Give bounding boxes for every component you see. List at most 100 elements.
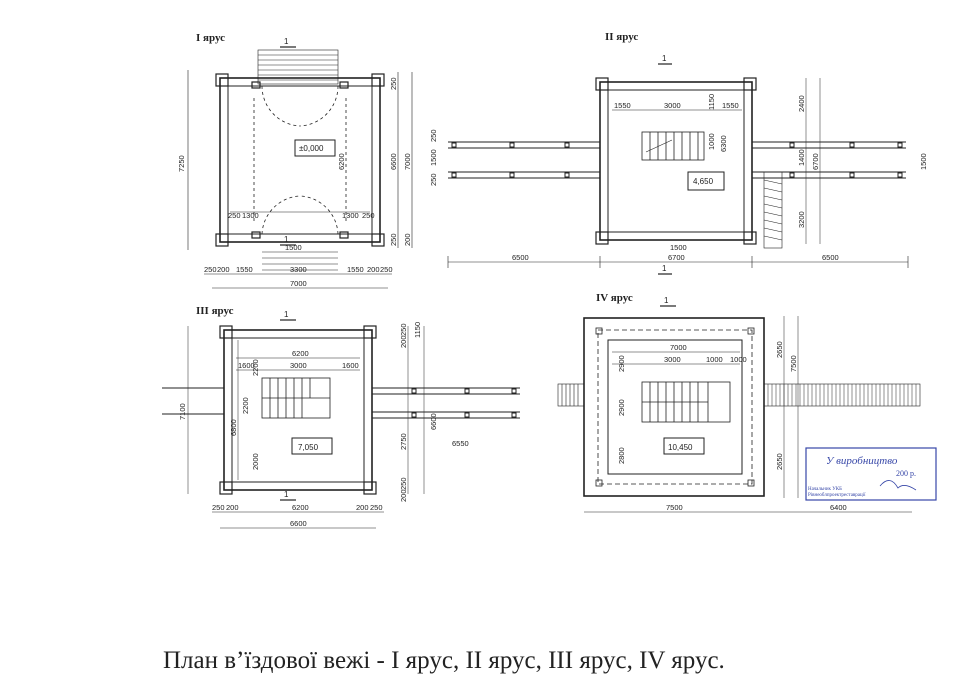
svg-text:250: 250	[212, 503, 225, 512]
svg-text:2650: 2650	[775, 341, 784, 358]
svg-text:Рівнеоблпроектреставрації: Рівнеоблпроектреставрації	[808, 493, 866, 498]
tier-1-total-width: 7000	[290, 279, 307, 288]
tier-2-title: II ярус	[605, 31, 638, 43]
svg-text:3000: 3000	[664, 355, 681, 364]
svg-text:7500: 7500	[666, 503, 683, 512]
section-mark-top: 1	[658, 54, 672, 65]
tier-2-level: 4,650	[693, 177, 714, 186]
tier-3-outer-wall	[223, 329, 373, 491]
tier-3-title: III ярус	[196, 305, 234, 317]
section-mark-top: 1	[280, 37, 296, 48]
svg-text:250: 250	[429, 129, 438, 142]
svg-text:1600: 1600	[238, 361, 255, 370]
svg-text:1150: 1150	[707, 94, 716, 110]
svg-text:200: 200	[217, 265, 230, 274]
svg-text:1400: 1400	[797, 149, 806, 166]
svg-text:1550: 1550	[614, 101, 631, 110]
svg-text:1300: 1300	[342, 211, 359, 220]
tier-4-plan: IV ярус 1	[557, 292, 921, 513]
svg-text:1000: 1000	[706, 355, 723, 364]
tier-3-total-width: 6600	[290, 519, 307, 528]
tier-1-title: I ярус	[196, 32, 225, 44]
section-mark-bottom: 1	[658, 264, 672, 275]
svg-text:6800: 6800	[229, 419, 238, 436]
svg-text:1: 1	[284, 37, 289, 46]
svg-text:250: 250	[362, 211, 375, 220]
svg-text:6550: 6550	[452, 439, 469, 448]
tier-1-level: ±0,000	[299, 144, 324, 153]
svg-text:6500: 6500	[822, 253, 839, 262]
drawing-caption: План в’їздової вежі - I ярус, II ярус, I…	[163, 647, 725, 674]
svg-text:1: 1	[284, 310, 289, 319]
section-mark-bottom: 1	[280, 490, 296, 501]
svg-text:7250: 7250	[177, 155, 186, 172]
svg-text:1500: 1500	[285, 243, 302, 252]
svg-text:3200: 3200	[797, 211, 806, 228]
svg-text:1500: 1500	[670, 243, 687, 252]
svg-text:3300: 3300	[290, 265, 307, 274]
section-mark-top: 1	[660, 296, 676, 307]
svg-text:2650: 2650	[775, 453, 784, 470]
bridge-right	[763, 383, 921, 407]
svg-text:1550: 1550	[347, 265, 364, 274]
svg-text:2000: 2000	[251, 453, 260, 470]
tier-1-plan: I ярус 1 1	[177, 32, 413, 289]
svg-text:2400: 2400	[797, 95, 806, 112]
svg-text:1500: 1500	[919, 153, 928, 170]
svg-text:6600: 6600	[429, 413, 438, 430]
signature	[879, 480, 917, 491]
svg-text:Начальник УКБ: Начальник УКБ	[808, 487, 842, 492]
svg-text:200 р.: 200 р.	[896, 469, 916, 478]
svg-text:1550: 1550	[236, 265, 253, 274]
svg-text:1600: 1600	[342, 361, 359, 370]
tier-4-outer-wall	[583, 317, 765, 497]
tier-4-level: 10,450	[668, 443, 693, 452]
tier-2-plan: II ярус 1 1	[429, 31, 928, 275]
svg-text:1: 1	[284, 235, 289, 244]
svg-text:2750: 2750	[399, 433, 408, 450]
tier-3-plan: III ярус 1 1	[162, 305, 520, 529]
svg-text:250: 250	[389, 77, 398, 90]
svg-text:200: 200	[399, 489, 408, 502]
entrance-steps-top	[257, 49, 339, 85]
entrance-steps-bottom	[262, 251, 338, 271]
svg-text:2800: 2800	[617, 447, 626, 464]
svg-text:200: 200	[226, 503, 239, 512]
svg-text:1000: 1000	[707, 133, 716, 150]
section-mark-top: 1	[280, 310, 296, 321]
svg-text:6500: 6500	[512, 253, 529, 262]
svg-text:1550: 1550	[722, 101, 739, 110]
svg-text:7500: 7500	[789, 355, 798, 372]
wall-walk-left	[448, 141, 600, 179]
svg-text:1: 1	[662, 54, 667, 63]
svg-text:7000: 7000	[670, 343, 687, 352]
wall-walks	[162, 387, 520, 419]
tier-2-stair	[641, 131, 705, 161]
svg-text:6600: 6600	[389, 153, 398, 170]
svg-text:250: 250	[399, 323, 408, 336]
svg-text:3000: 3000	[664, 101, 681, 110]
tier-3-level: 7,050	[298, 443, 319, 452]
svg-text:1300: 1300	[242, 211, 259, 220]
svg-text:6300: 6300	[719, 135, 728, 152]
svg-text:250: 250	[380, 265, 393, 274]
svg-text:7100: 7100	[178, 403, 187, 420]
svg-text:6200: 6200	[337, 153, 346, 170]
tier-3-stair	[261, 377, 331, 419]
svg-text:250: 250	[228, 211, 241, 220]
gate-swing-arcs	[253, 85, 347, 235]
svg-text:1: 1	[664, 296, 669, 305]
svg-text:6200: 6200	[292, 503, 309, 512]
exterior-stair	[763, 171, 783, 249]
svg-text:200: 200	[356, 503, 369, 512]
svg-text:3000: 3000	[290, 361, 307, 370]
svg-text:1: 1	[662, 264, 667, 273]
svg-text:200: 200	[403, 233, 412, 246]
svg-text:2900: 2900	[617, 399, 626, 416]
svg-text:2200: 2200	[241, 397, 250, 414]
svg-text:7000: 7000	[403, 153, 412, 170]
svg-text:У виробництво: У виробництво	[826, 455, 898, 467]
approval-stamp: У виробництво 200 р. Начальник УКБ Рівне…	[805, 447, 937, 501]
svg-text:1150: 1150	[413, 322, 422, 338]
